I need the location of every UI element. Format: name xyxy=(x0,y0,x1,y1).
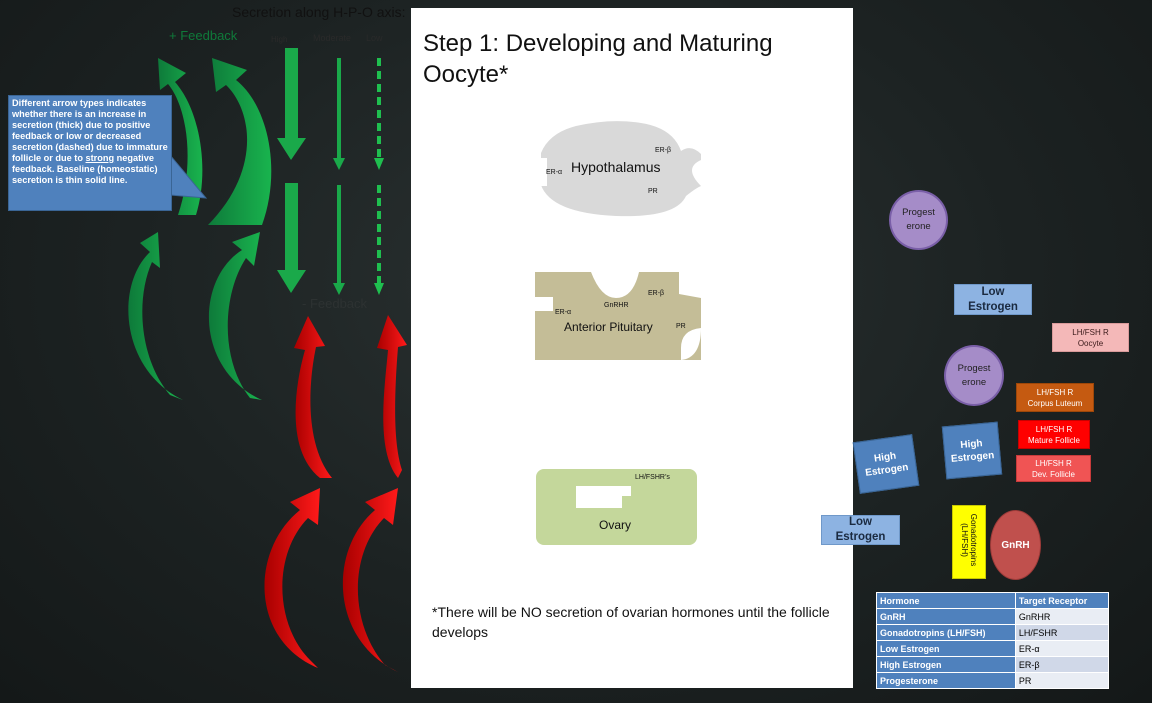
pituitary-receptor-pr: PR xyxy=(676,323,686,330)
ovary-piece: Ovary LH/FSHR’s xyxy=(536,469,697,545)
hormone-receptor-table: Hormone Target Receptor GnRH GnRHR Gonad… xyxy=(876,592,1110,689)
high-arrow-top xyxy=(277,48,306,160)
red-curved-arrow-lower-right xyxy=(342,488,398,672)
table-row: Gonadotropins (LH/FSH) LH/FSHR xyxy=(876,624,1110,641)
callout-text-2: negative feedback. Baseline (homeostatic… xyxy=(12,153,158,185)
receptor-oocyte-token[interactable]: LH/FSH R Oocyte xyxy=(1052,323,1129,352)
progesterone-token-1-label: Progest erone xyxy=(902,207,935,232)
receptor-dev-follicle-token[interactable]: LH/FSH R Dev. Follicle xyxy=(1016,455,1091,482)
table-header-row: Hormone Target Receptor xyxy=(876,592,1110,609)
high-estrogen-token-2-label: High Estrogen xyxy=(950,437,995,465)
green-curved-arrow-top-right xyxy=(208,58,272,225)
receptor-dev-l1: LH/FSH R xyxy=(1035,458,1072,468)
hypothalamus-piece: Hypothalamus ER-β ER-α PR xyxy=(533,121,701,217)
receptor-corpus-l1: LH/FSH R xyxy=(1036,387,1074,397)
receptor-oocyte-l2: Oocyte xyxy=(1077,338,1104,348)
green-curved-arrow-bottom-left xyxy=(128,232,183,400)
receptor-corpus-l2: Corpus Luteum xyxy=(1027,398,1083,408)
low-estrogen-token-2-label: Low Estrogen xyxy=(835,516,886,543)
table-cell-receptor: ER-β xyxy=(1014,656,1110,673)
red-curved-arrow-lower-left xyxy=(264,488,320,668)
low-estrogen-token-1[interactable]: Low Estrogen xyxy=(954,284,1032,315)
pituitary-receptor-gnrhr: GnRHR xyxy=(604,302,629,309)
table-cell-hormone: Gonadotropins (LH/FSH) xyxy=(876,624,1016,641)
progesterone-token-1[interactable]: Progest erone xyxy=(889,190,948,250)
pituitary-receptor-er-alpha: ER-α xyxy=(555,309,571,316)
hypothalamus-name: Hypothalamus xyxy=(571,159,661,175)
receptor-dev-l2: Dev. Follicle xyxy=(1032,469,1075,479)
table-row: Low Estrogen ER-α xyxy=(876,640,1110,657)
receptor-corpus-luteum-token[interactable]: LH/FSH R Corpus Luteum xyxy=(1016,383,1094,412)
low-estrogen-token-2[interactable]: Low Estrogen xyxy=(821,515,900,545)
table-cell-receptor: PR xyxy=(1014,672,1110,689)
pituitary-name: Anterior Pituitary xyxy=(564,320,653,334)
gonadotropins-token-label: Gonadotropins (LH/FSH) xyxy=(960,513,978,567)
anterior-pituitary-piece: Anterior Pituitary ER-β GnRHR ER-α PR xyxy=(535,272,701,360)
hypothalamus-receptor-pr: PR xyxy=(648,188,658,195)
gonadotropins-token[interactable] xyxy=(952,505,986,579)
table-cell-hormone: GnRH xyxy=(876,608,1016,625)
hypothalamus-receptor-er-alpha: ER-α xyxy=(546,169,562,176)
receptor-mature-l2: Mature Follicle xyxy=(1027,435,1080,445)
gnrh-token-label: GnRH xyxy=(1001,539,1030,551)
table-row: Progesterone PR xyxy=(876,672,1110,689)
gnrh-token[interactable]: GnRH xyxy=(990,510,1041,580)
red-curved-arrow-upper-left xyxy=(294,316,332,478)
high-estrogen-token-2[interactable]: High Estrogen xyxy=(941,421,1003,480)
ovary-name: Ovary xyxy=(599,518,631,532)
table-cell-hormone: Low Estrogen xyxy=(876,640,1016,657)
puzzle-pieces: Hypothalamus ER-β ER-α PR Anterior Pitui… xyxy=(533,121,701,545)
receptor-oocyte-l1: LH/FSH R xyxy=(1072,327,1109,337)
table-cell-hormone: High Estrogen xyxy=(876,656,1016,673)
green-curved-arrow-top-left xyxy=(158,58,203,215)
callout-emphasis: strong xyxy=(85,153,115,163)
footnote: *There will be NO secretion of ovarian h… xyxy=(432,604,830,640)
step-title: Step 1: Developing and Maturing Oocyte* xyxy=(423,30,773,88)
high-estrogen-token-1[interactable]: High Estrogen xyxy=(852,434,920,494)
secretion-title: Secretion along H-P-O axis: xyxy=(232,4,406,20)
high-arrow-bottom xyxy=(277,183,306,293)
moderate-arrow-top xyxy=(333,58,345,170)
progesterone-token-2-label: Progest erone xyxy=(957,362,991,388)
table-cell-receptor: ER-α xyxy=(1014,640,1110,657)
receptor-mature-l1: LH/FSH R xyxy=(1035,424,1073,434)
callout-pointer xyxy=(170,154,208,199)
callout-text-1: Different arrow types indicates whether … xyxy=(12,98,168,163)
receptor-mature-follicle-token[interactable]: LH/FSH R Mature Follicle xyxy=(1018,420,1090,449)
table-cell-receptor: GnRHR xyxy=(1014,608,1110,625)
table-cell-hormone: Progesterone xyxy=(876,672,1016,689)
moderate-arrow-bottom xyxy=(333,185,345,295)
table-header-receptor: Target Receptor xyxy=(1014,592,1110,609)
table-row: High Estrogen ER-β xyxy=(876,656,1110,673)
level-low-label: Low xyxy=(366,33,383,43)
feedback-arrows-diagram xyxy=(128,48,407,672)
level-high-label: High xyxy=(271,35,288,44)
level-moderate-label: Moderate xyxy=(313,33,352,43)
green-curved-arrow-bottom-right xyxy=(208,232,262,400)
red-curved-arrow-upper-right xyxy=(377,315,407,478)
arrow-types-callout: Different arrow types indicates whether … xyxy=(8,95,172,211)
table-row: GnRH GnRHR xyxy=(876,608,1110,625)
low-dashed-arrow-top xyxy=(374,58,384,170)
high-estrogen-token-1-label: High Estrogen xyxy=(864,450,910,479)
low-estrogen-token-1-label: Low Estrogen xyxy=(968,285,1018,313)
low-dashed-arrow-bottom xyxy=(374,185,384,295)
hypothalamus-receptor-er-beta: ER-β xyxy=(655,147,671,154)
table-cell-receptor: LH/FSHR xyxy=(1014,624,1110,641)
progesterone-token-2[interactable]: Progest erone xyxy=(944,345,1004,406)
table-header-hormone: Hormone xyxy=(876,592,1016,609)
ovary-receptor: LH/FSHR’s xyxy=(635,474,670,481)
negative-feedback-label: - Feedback xyxy=(302,296,368,311)
positive-feedback-label: + Feedback xyxy=(169,28,238,43)
pituitary-receptor-er-beta: ER-β xyxy=(648,290,664,297)
